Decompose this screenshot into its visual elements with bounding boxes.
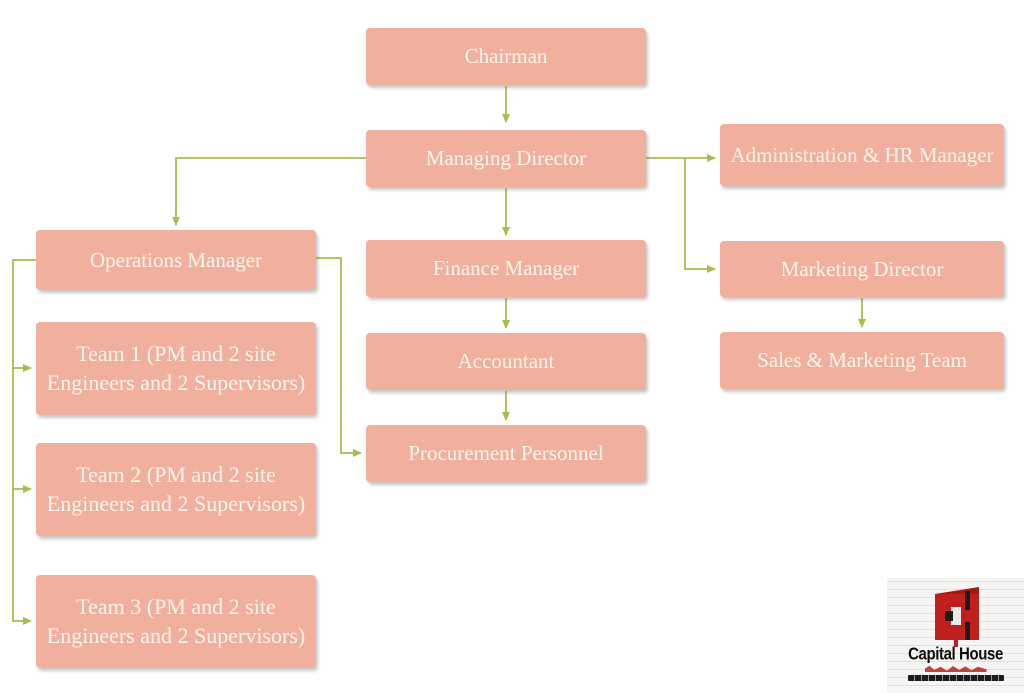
node-chairman: Chairman — [366, 28, 646, 85]
node-team-3: Team 3 (PM and 2 site Engineers and 2 Su… — [36, 575, 316, 668]
capital-house-logo: Capital House — [887, 578, 1024, 693]
node-label: Team 3 (PM and 2 site Engineers and 2 Su… — [46, 594, 306, 648]
node-label: Marketing Director — [780, 256, 944, 281]
node-managing-director: Managing Director — [366, 130, 646, 187]
edge-managing-director-marketing-director — [684, 158, 716, 273]
capital-house-wordmark: Capital House — [908, 644, 1003, 665]
node-label: Team 2 (PM and 2 site Engineers and 2 Su… — [46, 462, 306, 516]
node-sales-marketing-team: Sales & Marketing Team — [720, 332, 1004, 389]
node-label: Administration & HR Manager — [730, 142, 994, 167]
node-label: Managing Director — [425, 146, 587, 171]
node-accountant: Accountant — [366, 333, 646, 390]
node-label: Sales & Marketing Team — [757, 348, 967, 373]
logo-tagline-bar — [907, 675, 1004, 681]
edge-operations-manager-team-2 — [12, 368, 32, 493]
node-label: Operations Manager — [89, 247, 263, 272]
edge-managing-director-operations-manager — [172, 157, 366, 226]
node-label: Chairman — [464, 44, 548, 69]
node-team-2: Team 2 (PM and 2 site Engineers and 2 Su… — [36, 443, 316, 536]
node-label: Finance Manager — [432, 256, 580, 281]
edge-operations-manager-team-3 — [12, 489, 32, 625]
node-operations-manager: Operations Manager — [36, 230, 316, 290]
node-label: Team 1 (PM and 2 site Engineers and 2 Su… — [46, 341, 306, 395]
node-admin-hr-manager: Administration & HR Manager — [720, 124, 1004, 186]
edge-operations-manager-team-1 — [12, 259, 36, 372]
node-team-1: Team 1 (PM and 2 site Engineers and 2 Su… — [36, 322, 316, 415]
logo-arabic-script — [924, 665, 987, 672]
node-procurement-personnel: Procurement Personnel — [366, 425, 646, 482]
capital-house-ch-monogram-icon — [934, 587, 979, 647]
node-finance-manager: Finance Manager — [366, 240, 646, 297]
edge-operations-manager-procurement-personnel — [316, 257, 362, 457]
node-marketing-director: Marketing Director — [720, 241, 1004, 297]
node-label: Accountant — [457, 349, 555, 374]
node-label: Procurement Personnel — [408, 441, 604, 466]
